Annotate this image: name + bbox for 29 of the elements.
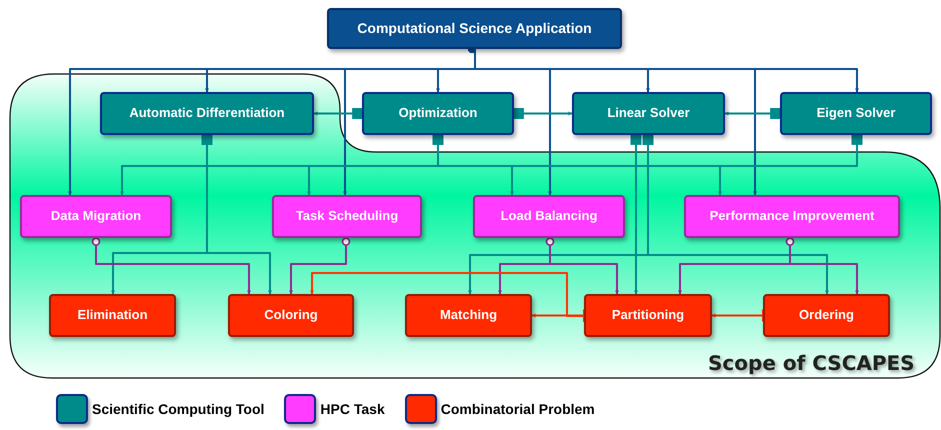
task-box: Task Scheduling: [272, 195, 422, 238]
connector-arrow: [712, 310, 764, 322]
tool-box: Optimization: [362, 92, 514, 135]
connector-arrow: [310, 272, 585, 322]
task-box: Performance Improvement: [684, 195, 900, 238]
problem-box: Ordering: [763, 294, 890, 337]
connector-arrow: [314, 108, 364, 119]
tool-box: Automatic Differentiation: [100, 92, 314, 135]
problem-box: Elimination: [49, 294, 176, 337]
problem-box: Partitioning: [584, 294, 712, 337]
scope-label: Scope of CSCAPES: [708, 350, 915, 377]
connector-arrow: [718, 134, 862, 196]
task-box: Data Migration: [20, 195, 172, 238]
problem-box: Matching: [405, 294, 532, 337]
connector-arrow: [546, 237, 619, 294]
tool-box: Linear Solver: [572, 92, 725, 135]
legend-text: HPC Task: [320, 400, 385, 418]
problem-box: Coloring: [228, 294, 354, 337]
legend-text: Scientific Computing Tool: [92, 400, 264, 419]
connector-arrow: [786, 237, 859, 294]
connector-arrow: [630, 134, 642, 294]
legend-text: Combinatorial Problem: [440, 400, 595, 418]
connector-arrow: [512, 108, 572, 119]
application-box: Computational Science Application: [327, 8, 622, 49]
tool-box: Eigen Solver: [780, 92, 932, 135]
connector-arrow: [92, 237, 251, 294]
connector-arrow: [724, 108, 782, 119]
task-box: Load Balancing: [473, 195, 625, 238]
connector-arrow: [289, 237, 350, 294]
